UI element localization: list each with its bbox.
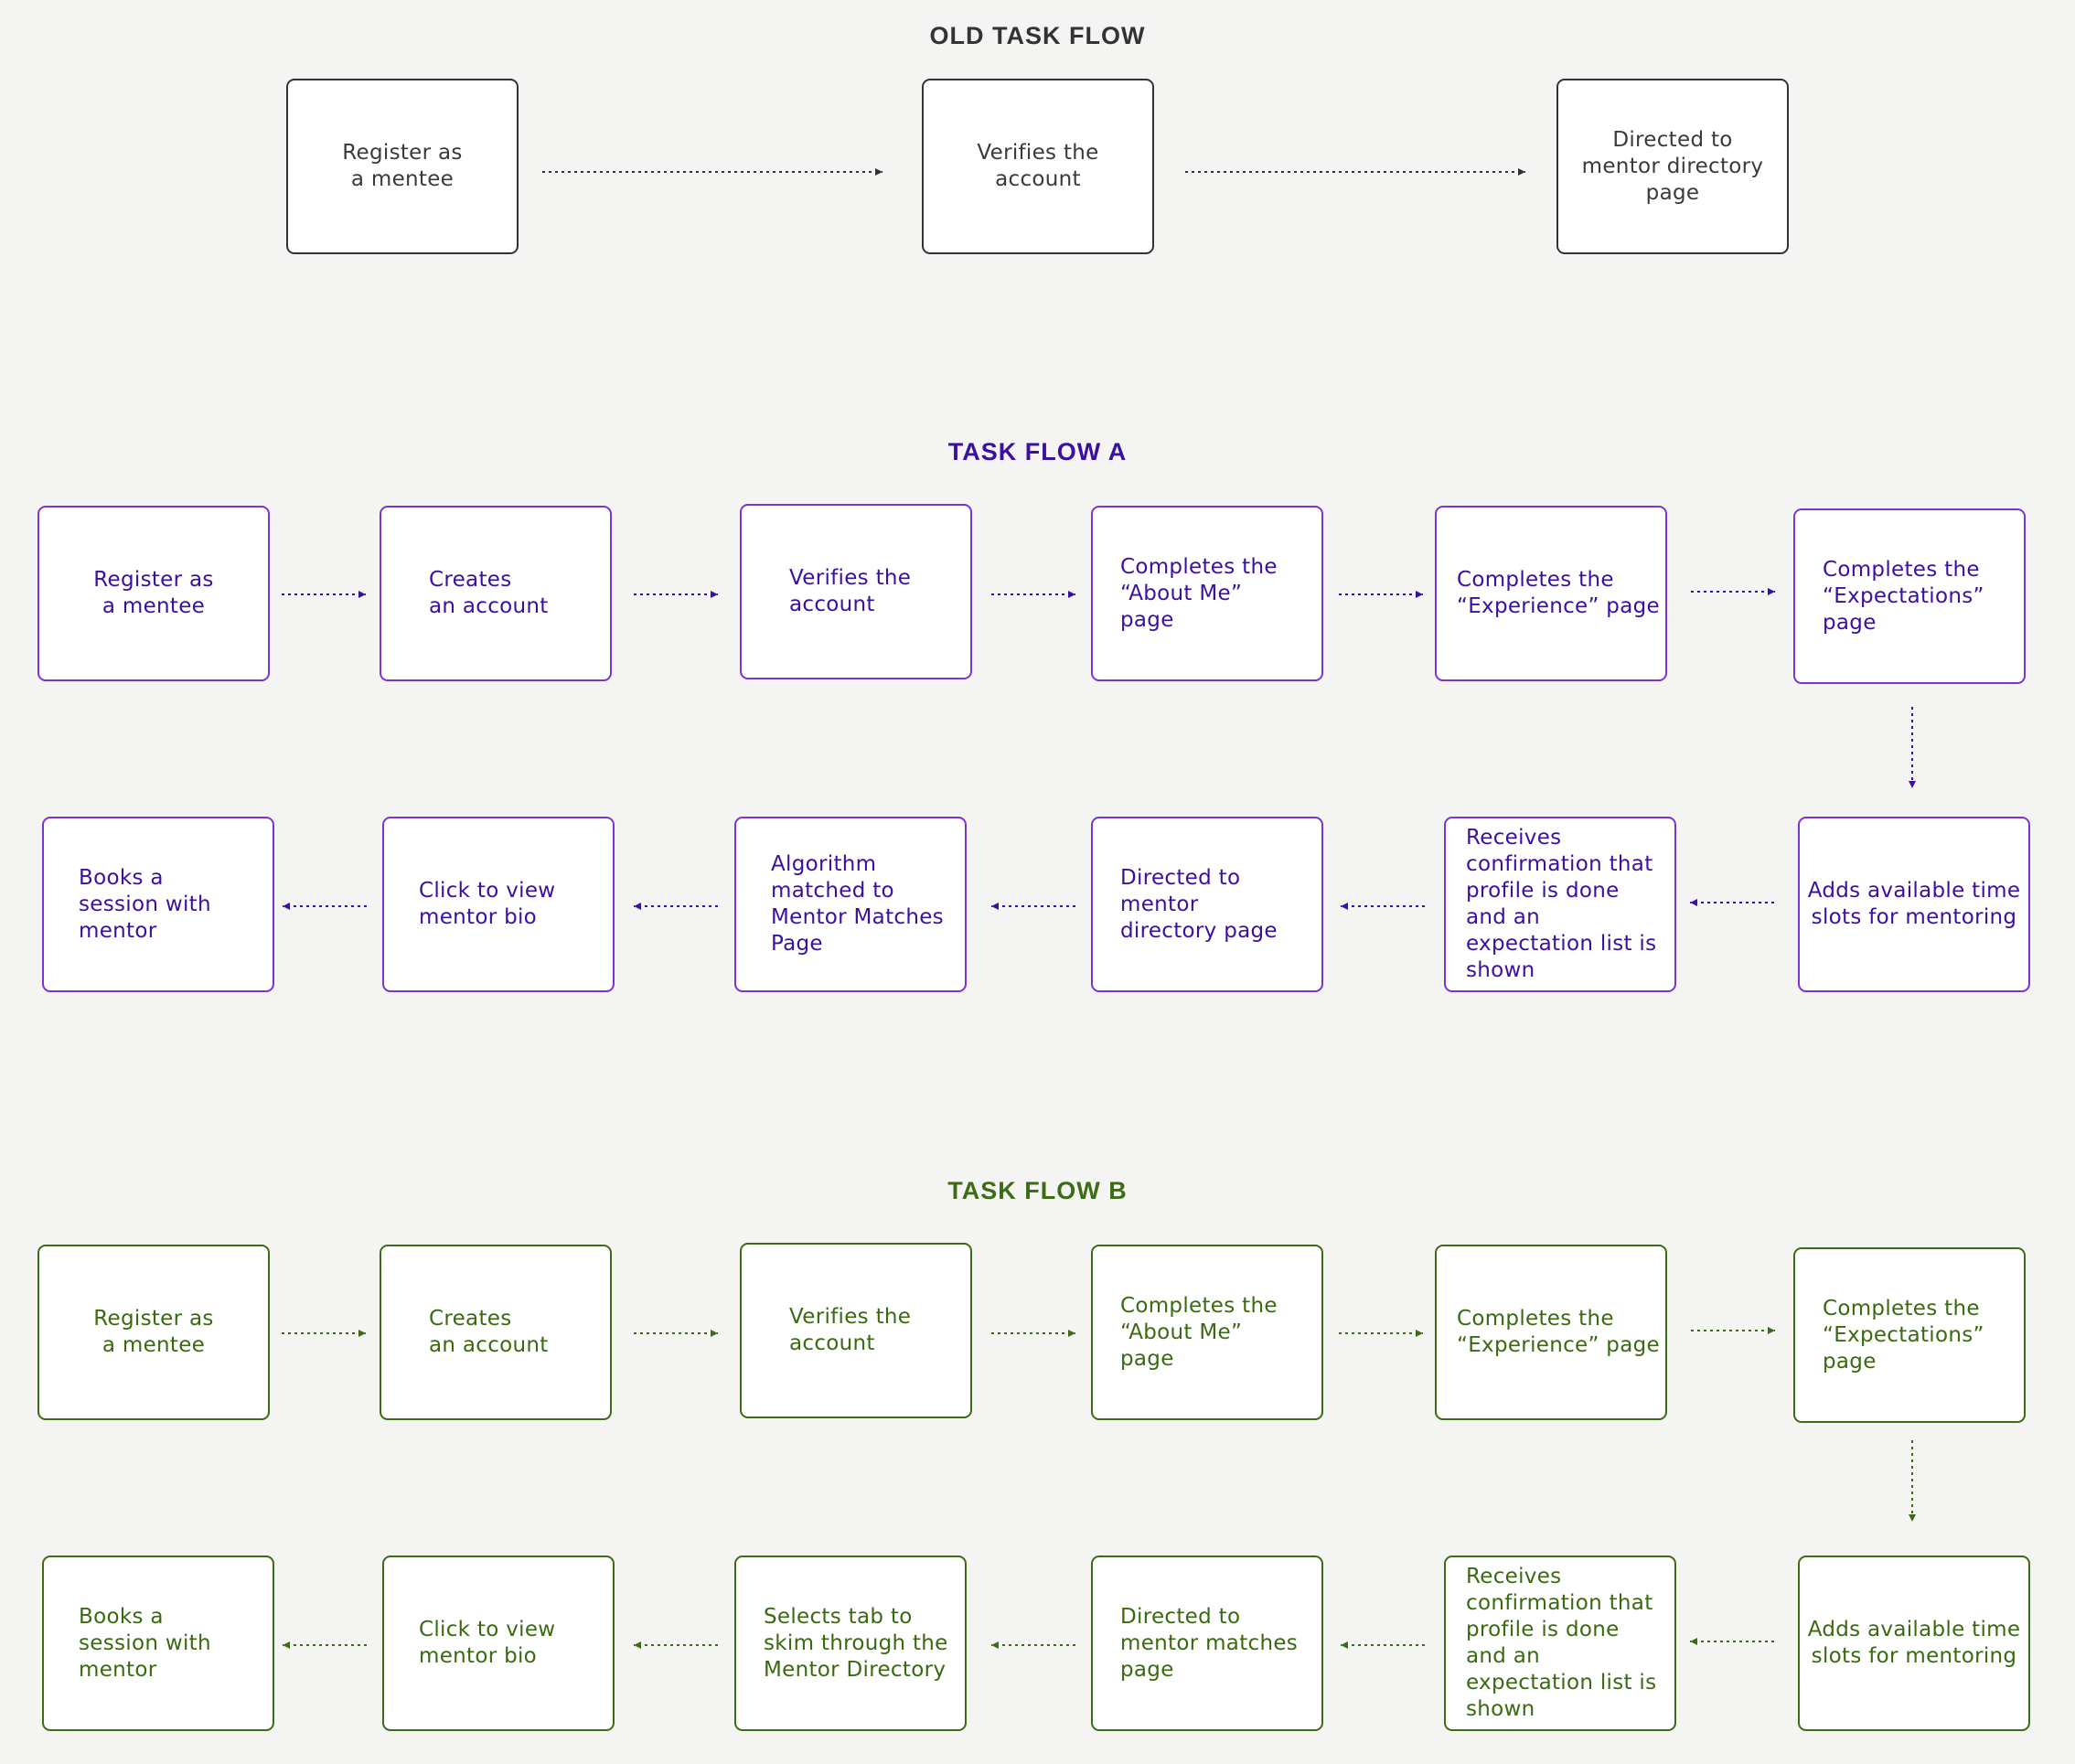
- b-step-about-me-label: Completes the “About Me” page: [1120, 1293, 1278, 1371]
- b-step-create-account-label: Creates an account: [429, 1307, 549, 1357]
- a-step-verify-label: Verifies the account: [789, 566, 912, 616]
- old-task-flow-title: OLD TASK FLOW: [929, 22, 1146, 49]
- a-step-about-me-label: Completes the “About Me” page: [1120, 554, 1278, 632]
- b-step-expectations: Completes the “Expectations” page: [1793, 1247, 2026, 1423]
- b-step-register: Register as a mentee: [37, 1245, 270, 1420]
- b-step-time-slots-label: Adds available time slots for mentoring: [1807, 1618, 2021, 1668]
- a-step-directed-directory-label: Directed to mentor directory page: [1120, 865, 1278, 943]
- old-step-verify-label: Verifies the account: [977, 141, 1099, 191]
- a-step-expectations-label: Completes the “Expectations” page: [1823, 557, 1984, 635]
- a-step-experience: Completes the “Experience” page: [1435, 506, 1667, 681]
- b-step-directed-matches: Directed to mentor matches page: [1091, 1556, 1323, 1731]
- old-step-register: Register as a mentee: [286, 79, 519, 254]
- old-step-directory-label: Directed to mentor directory page: [1581, 127, 1764, 205]
- b-step-confirmation-label: Receives confirmation that profile is do…: [1466, 1565, 1657, 1721]
- a-step-time-slots: Adds available time slots for mentoring: [1798, 817, 2030, 992]
- b-step-book-session: Books a session with mentor: [42, 1556, 274, 1731]
- a-step-time-slots-label: Adds available time slots for mentoring: [1807, 879, 2021, 929]
- b-step-book-session-label: Books a session with mentor: [79, 1604, 211, 1682]
- b-step-register-label: Register as a mentee: [93, 1307, 214, 1357]
- old-step-register-label: Register as a mentee: [342, 141, 463, 191]
- b-step-verify-label: Verifies the account: [789, 1305, 912, 1355]
- b-step-expectations-label: Completes the “Expectations” page: [1823, 1296, 1984, 1374]
- a-step-book-session: Books a session with mentor: [42, 817, 274, 992]
- a-step-algorithm-match: Algorithm matched to Mentor Matches Page: [734, 817, 967, 992]
- a-step-verify: Verifies the account: [740, 504, 972, 679]
- b-step-experience: Completes the “Experience” page: [1435, 1245, 1667, 1420]
- b-step-view-bio: Click to view mentor bio: [382, 1556, 615, 1731]
- a-step-confirmation-label: Receives confirmation that profile is do…: [1466, 826, 1657, 982]
- old-step-directory: Directed to mentor directory page: [1556, 79, 1789, 254]
- b-step-verify: Verifies the account: [740, 1243, 972, 1418]
- old-step-verify: Verifies the account: [922, 79, 1154, 254]
- a-step-about-me: Completes the “About Me” page: [1091, 506, 1323, 681]
- b-step-about-me: Completes the “About Me” page: [1091, 1245, 1323, 1420]
- b-step-time-slots: Adds available time slots for mentoring: [1798, 1556, 2030, 1731]
- a-step-create-account-label: Creates an account: [429, 568, 549, 618]
- b-step-skim-directory: Selects tab to skim through the Mentor D…: [734, 1556, 967, 1731]
- a-step-algorithm-match-label: Algorithm matched to Mentor Matches Page: [771, 852, 944, 956]
- b-step-confirmation: Receives confirmation that profile is do…: [1444, 1556, 1676, 1731]
- a-step-register: Register as a mentee: [37, 506, 270, 681]
- a-step-register-label: Register as a mentee: [93, 568, 214, 618]
- a-step-confirmation: Receives confirmation that profile is do…: [1444, 817, 1676, 992]
- a-step-view-bio-label: Click to view mentor bio: [419, 879, 556, 929]
- task-flow-b-title: TASK FLOW B: [947, 1177, 1128, 1204]
- a-step-create-account: Creates an account: [380, 506, 612, 681]
- a-step-view-bio: Click to view mentor bio: [382, 817, 615, 992]
- a-step-directed-directory: Directed to mentor directory page: [1091, 817, 1323, 992]
- task-flow-a-title: TASK FLOW A: [947, 438, 1128, 465]
- a-step-expectations: Completes the “Expectations” page: [1793, 508, 2026, 684]
- b-step-create-account: Creates an account: [380, 1245, 612, 1420]
- b-step-experience-label: Completes the “Experience” page: [1457, 1307, 1660, 1357]
- b-step-directed-matches-label: Directed to mentor matches page: [1120, 1604, 1299, 1682]
- a-step-experience-label: Completes the “Experience” page: [1457, 568, 1660, 618]
- b-step-skim-directory-label: Selects tab to skim through the Mentor D…: [764, 1604, 948, 1682]
- a-step-book-session-label: Books a session with mentor: [79, 865, 211, 943]
- b-step-view-bio-label: Click to view mentor bio: [419, 1618, 556, 1668]
